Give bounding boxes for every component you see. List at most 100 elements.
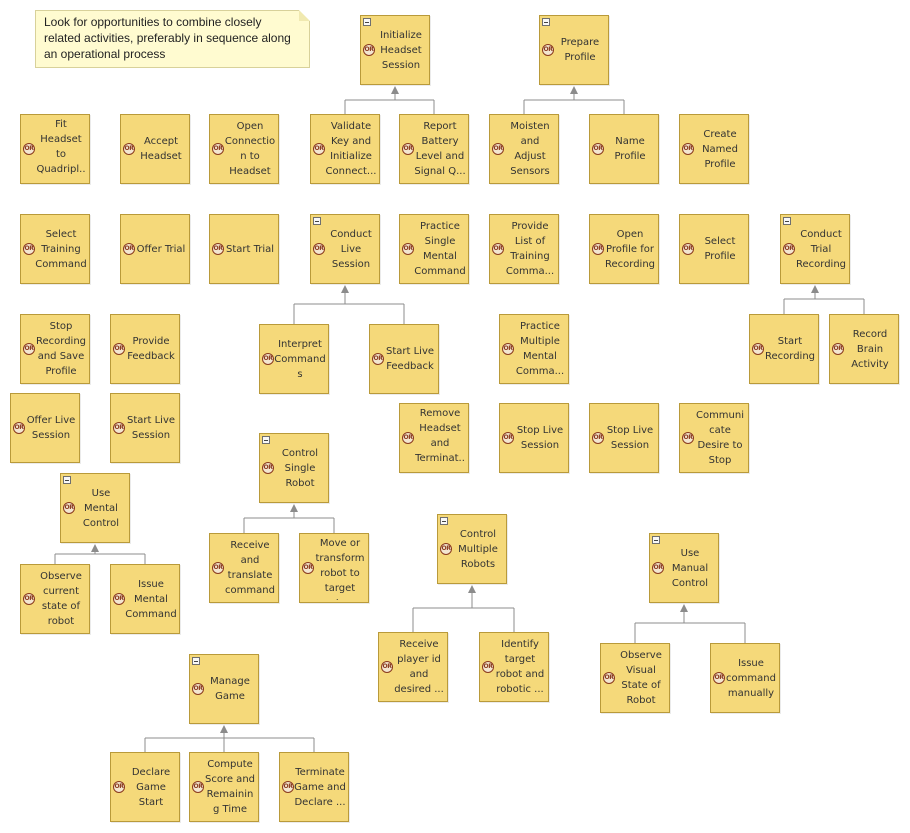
node-label: Offer Trial	[135, 217, 187, 281]
node-label: Moisten and Adjust Sensors	[504, 117, 556, 181]
or-node-icon: OR	[440, 543, 452, 555]
arrow-up-icon	[680, 604, 688, 612]
node-label: Observe Visual State of Robot	[615, 646, 667, 710]
node-label-text: Accept Headset	[140, 136, 182, 162]
collapse-minus-icon[interactable]	[313, 217, 321, 225]
node-label: Control Multiple Robots	[452, 517, 504, 581]
node-label-text: Name Profile	[614, 136, 646, 162]
arrow-up-icon	[391, 86, 399, 94]
node-label-text: Remove Headset and Terminat...	[415, 408, 465, 470]
node-label: Declare Game Start	[125, 755, 177, 819]
or-node-icon: OR	[592, 243, 604, 255]
or-node-icon: OR	[492, 243, 504, 255]
or-node-icon: OR	[262, 353, 274, 365]
node-label: Issue command manually	[725, 646, 777, 710]
node-label: Provide Feedback	[125, 317, 177, 381]
collapse-minus-icon[interactable]	[192, 657, 200, 665]
node-label: Select Training Command	[35, 217, 87, 281]
node-label-text: Stop Live Session	[516, 425, 564, 451]
node-label-text: Practice Single Mental Command	[414, 221, 466, 277]
node-label-text: Offer Trial	[136, 243, 186, 255]
collapse-minus-icon[interactable]	[363, 18, 371, 26]
node-label: Conduct Trial Recording	[795, 217, 847, 281]
node-label-text: Provide List of Training Comma...	[505, 221, 555, 277]
collapse-minus-icon[interactable]	[63, 476, 71, 484]
node-label-text: Start Live Session	[126, 415, 176, 441]
node-label-text: Moisten and Adjust Sensors	[510, 121, 550, 177]
node-label-text: Issue Mental Command	[125, 578, 177, 620]
or-node-icon: OR	[63, 502, 75, 514]
node-label: Validate Key and Initialize Connect...	[325, 117, 377, 181]
collapse-minus-icon[interactable]	[783, 217, 791, 225]
or-node-icon: OR	[502, 432, 514, 444]
collapse-minus-icon[interactable]	[262, 436, 270, 444]
collapse-minus-icon[interactable]	[652, 536, 660, 544]
collapse-minus-icon[interactable]	[440, 517, 448, 525]
node-label: Identify target robot and robotic ...	[494, 635, 546, 699]
node-label-text: Initialize Headset Session	[380, 29, 422, 71]
collapse-minus-icon[interactable]	[542, 18, 550, 26]
or-node-icon: OR	[212, 562, 224, 574]
node-label-text: Terminate Game and Declare ...	[294, 766, 346, 808]
node-label: Offer Live Session	[25, 396, 77, 460]
node-label-text: Declare Game Start	[131, 766, 171, 808]
node-label-text: Practice Multiple Mental Comma...	[515, 321, 565, 377]
node-label-text: Start Recording	[764, 336, 815, 362]
or-node-icon: OR	[192, 781, 204, 793]
node-label: Communi cate Desire to Stop	[694, 406, 746, 470]
arrow-up-icon	[220, 725, 228, 733]
node-label: Practice Single Mental Command	[414, 217, 466, 281]
or-node-icon: OR	[682, 243, 694, 255]
node-label: Interpret Command s	[274, 327, 326, 391]
annotation-note[interactable]: Look for opportunities to combine closel…	[35, 10, 310, 68]
